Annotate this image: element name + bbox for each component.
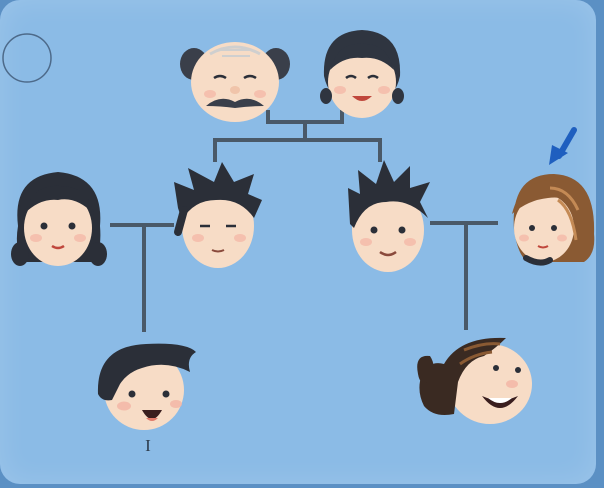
grandfather-face — [180, 42, 290, 122]
hole-circle — [2, 33, 52, 83]
mother-face — [512, 174, 595, 266]
family-tree-card: I — [0, 0, 596, 484]
aunt-face — [11, 172, 107, 266]
self-caption: I — [145, 436, 151, 455]
uncle-face — [174, 162, 262, 268]
me-girl-face — [417, 337, 532, 424]
highlight-arrow-icon — [549, 127, 577, 165]
connector-lines — [2, 33, 577, 332]
grandmother-face — [320, 30, 404, 118]
father-face — [348, 160, 430, 272]
cousin-boy-face — [97, 343, 196, 430]
